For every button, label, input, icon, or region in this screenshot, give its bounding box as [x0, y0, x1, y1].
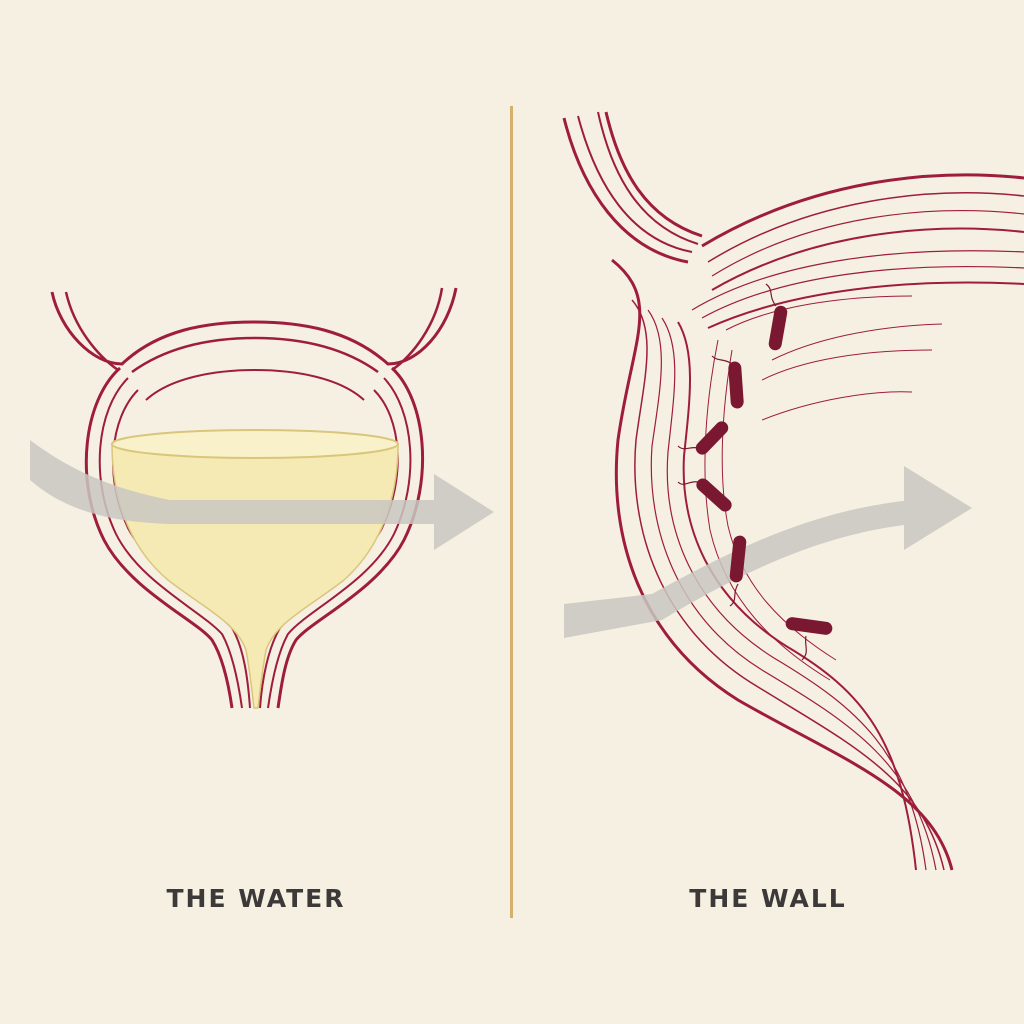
bacteria-icon: [785, 617, 833, 661]
urine-fill: [111, 443, 399, 709]
bacteria-icon: [677, 421, 729, 455]
bacteria-icon: [765, 283, 788, 351]
caption-wall: THE WALL: [689, 884, 847, 913]
bacteria-cluster: [677, 283, 833, 661]
panel-water: [30, 287, 494, 709]
bladder-outer-wall: [50, 287, 458, 366]
flow-arrow-icon: [30, 440, 494, 550]
bladder-cavity-outline: [145, 368, 365, 401]
bacteria-icon: [677, 478, 732, 512]
urine-surface: [111, 429, 399, 459]
bladder-body: [84, 366, 425, 709]
panel-wall: [512, 0, 1024, 1024]
bladder-top-outline: [131, 336, 379, 374]
ureter: [562, 111, 703, 264]
bladder-diagram: [30, 287, 494, 709]
bladder-outer-wall-inner-line: [64, 287, 444, 372]
panel-divider: [510, 106, 513, 918]
bacteria-icon: [711, 355, 744, 409]
bladder-body-line-2: [98, 377, 412, 709]
caption-water: THE WATER: [166, 884, 346, 913]
bacteria-icon: [729, 535, 747, 607]
bladder-wall-icon: [562, 111, 1024, 871]
